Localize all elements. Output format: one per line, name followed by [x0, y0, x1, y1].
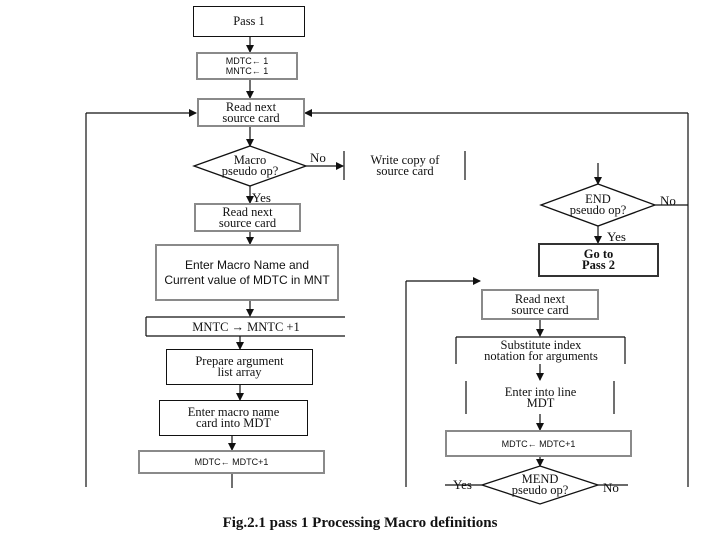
substitute-text: Substitute index notation for arguments — [484, 338, 598, 363]
prepare-args-box: Prepare argument list array — [166, 349, 313, 385]
mntc-increment-box: MNTC → MNTC +1 — [147, 318, 345, 336]
figure-caption: Fig.2.1 pass 1 Processing Macro definiti… — [222, 515, 498, 531]
go-pass2-text: Go to Pass 2 — [582, 247, 615, 272]
write-copy-text: Write copy of source card — [370, 153, 440, 178]
read-next-card-text-1: Read next source card — [222, 99, 280, 125]
end-decision-diamond — [539, 183, 657, 227]
end-decision-text-wrap: END pseudo op? — [552, 189, 644, 221]
mdtc-increment-box-left: MDTC← MDTC+1 — [138, 450, 325, 474]
enter-mdt-name-text: Enter macro name card into MDT — [187, 405, 280, 430]
mend-decision-text: MEND pseudo op? — [511, 472, 569, 497]
read-next-card-text-3: Read next source card — [511, 291, 569, 317]
go-pass2-box: Go to Pass 2 — [538, 243, 659, 277]
label-no-macro: No — [310, 150, 326, 165]
mend-decision-diamond — [479, 465, 601, 505]
pass1-box: Pass 1 — [193, 6, 305, 37]
enter-line-text: Enter into line MDT — [504, 384, 577, 410]
label-yes-mend: Yes — [453, 477, 472, 492]
enter-mnt-text: Enter Macro Name and Current value of MD… — [164, 257, 330, 287]
label-yes-macro: Yes — [252, 190, 271, 205]
mdtc-increment-text-right: MDTC← MDTC+1 — [501, 438, 576, 449]
substitute-box: Substitute index notation for arguments — [457, 338, 625, 364]
init-counters-text: MDTC← 1 MNTC← 1 — [225, 56, 269, 76]
write-copy-box: Write copy of source card — [345, 152, 465, 180]
macro-decision-text: Macro pseudo op? — [221, 153, 279, 178]
read-next-card-box-2: Read next source card — [194, 203, 301, 232]
pass1-text: Pass 1 — [233, 14, 265, 28]
mend-decision-text-wrap: MEND pseudo op? — [496, 470, 584, 500]
label-no-mend: No — [603, 480, 619, 495]
prepare-args-text: Prepare argument list array — [195, 354, 284, 379]
read-next-card-box-3: Read next source card — [481, 289, 599, 320]
macro-decision-text-wrap: Macro pseudo op? — [204, 150, 296, 182]
enter-mnt-box: Enter Macro Name and Current value of MD… — [155, 244, 339, 301]
enter-line-box: Enter into line MDT — [467, 381, 614, 414]
read-next-card-text-2: Read next source card — [218, 204, 277, 230]
mdtc-increment-box-right: MDTC← MDTC+1 — [445, 430, 632, 457]
mdtc-increment-text-left: MDTC← MDTC+1 — [194, 457, 269, 467]
label-yes-end: Yes — [607, 229, 626, 244]
init-counters-box: MDTC← 1 MNTC← 1 — [196, 52, 298, 80]
end-decision-text: END pseudo op? — [569, 192, 627, 217]
enter-mdt-name-box: Enter macro name card into MDT — [159, 400, 308, 436]
mntc-increment-text: MNTC → MNTC +1 — [192, 319, 300, 334]
read-next-card-box-1: Read next source card — [197, 98, 305, 127]
label-no-end: No — [660, 193, 676, 208]
macro-decision-diamond — [192, 145, 308, 187]
